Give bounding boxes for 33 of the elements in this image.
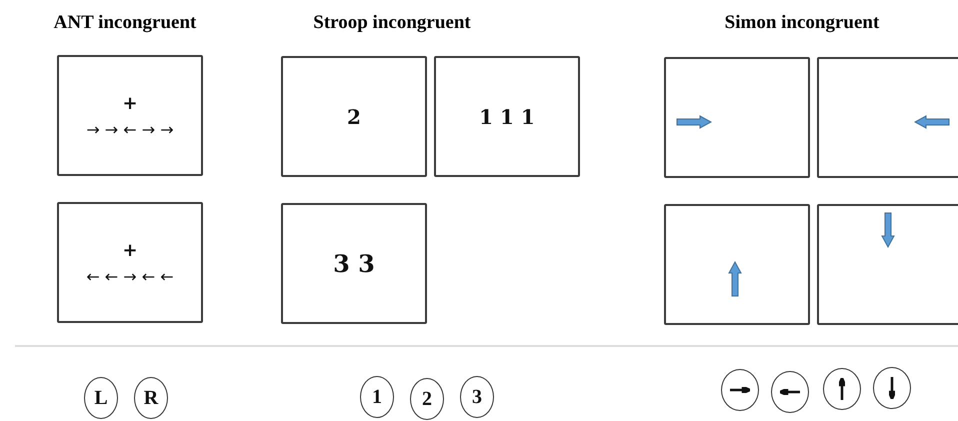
response-key <box>410 378 444 420</box>
stimulus-screen <box>434 56 580 177</box>
key-label: 3 <box>472 386 482 408</box>
stimulus-screen <box>817 57 958 178</box>
response-key <box>721 369 759 411</box>
stimulus-screen <box>57 55 203 176</box>
arrow-sequence: → → ← → → <box>86 120 174 138</box>
response-key <box>460 376 494 418</box>
response-key <box>823 368 861 410</box>
section-heading: Stroop incongruent <box>313 12 471 34</box>
digit-stimulus: 3 3 <box>333 249 375 278</box>
section-heading: Simon incongruent <box>724 12 880 34</box>
stimulus-screen <box>817 204 958 325</box>
key-label: L <box>94 386 108 410</box>
stimulus-screen <box>281 203 427 324</box>
stimulus-screen <box>57 202 203 323</box>
response-key <box>771 371 809 413</box>
response-key <box>873 367 911 409</box>
fixation-cross: + <box>122 92 138 114</box>
digit-stimulus: 2 <box>347 104 361 128</box>
response-key <box>84 377 118 419</box>
key-label: R <box>144 386 158 410</box>
stimulus-screen <box>281 56 427 177</box>
key-label: 1 <box>372 386 382 408</box>
response-key <box>360 376 394 418</box>
digit-stimulus: 1 1 1 <box>479 104 535 128</box>
arrow-sequence: ← ← → ← ← <box>86 266 174 286</box>
key-label: 2 <box>422 388 432 410</box>
fixation-cross: + <box>122 240 138 260</box>
stimulus-screen <box>664 204 810 325</box>
section-heading: ANT incongruent <box>54 12 196 34</box>
response-key <box>134 377 168 419</box>
stimulus-screen <box>664 57 810 178</box>
